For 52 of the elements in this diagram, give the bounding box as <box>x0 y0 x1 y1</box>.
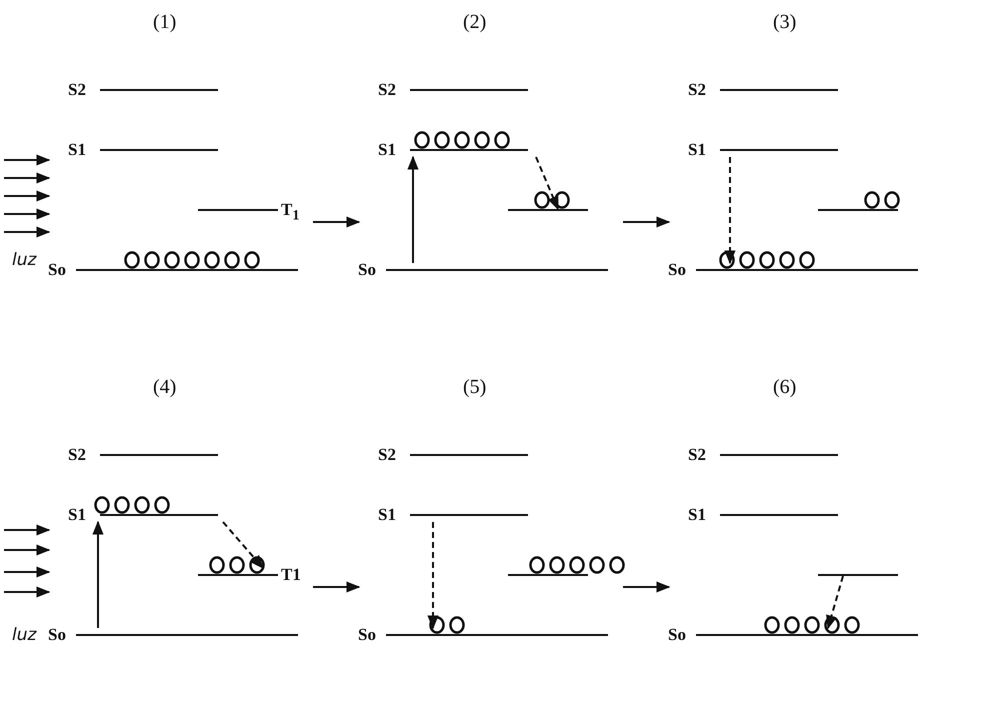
arrow <box>313 581 360 593</box>
panel-number: (6) <box>773 375 796 399</box>
energy-level-line <box>818 574 898 576</box>
level-label: So <box>668 260 686 280</box>
panel-number: (4) <box>153 375 176 399</box>
level-label: S2 <box>688 80 706 100</box>
level-label: S2 <box>688 445 706 465</box>
arrow <box>313 216 360 228</box>
arrow <box>407 156 419 263</box>
arrow <box>4 226 50 238</box>
level-label: S1 <box>68 140 86 160</box>
energy-level-line <box>818 209 898 211</box>
level-label: S1 <box>68 505 86 525</box>
panel-number: (1) <box>153 10 176 34</box>
energy-level-line <box>508 574 588 576</box>
arrow <box>826 576 844 630</box>
level-label: S1 <box>688 140 706 160</box>
level-label: S2 <box>378 80 396 100</box>
level-label: S2 <box>68 80 86 100</box>
arrow <box>4 544 50 556</box>
arrow <box>4 154 50 166</box>
panel-number: (5) <box>463 375 486 399</box>
arrow <box>4 172 50 184</box>
arrow <box>4 524 50 536</box>
level-label: T$_{1}$ <box>281 200 300 226</box>
level-label: So <box>48 625 66 645</box>
level-label: S2 <box>378 445 396 465</box>
arrow <box>535 156 559 210</box>
arrow <box>623 581 670 593</box>
light-label: luz <box>12 250 36 270</box>
level-label: So <box>48 260 66 280</box>
level-label: S1 <box>378 505 396 525</box>
arrow <box>4 190 50 202</box>
arrow <box>92 520 104 628</box>
arrow <box>724 157 736 264</box>
level-label: S1 <box>378 140 396 160</box>
energy-level-line <box>508 209 588 211</box>
panel-number: (2) <box>463 10 486 34</box>
arrow <box>427 522 439 630</box>
panel-number: (3) <box>773 10 796 34</box>
level-label: So <box>358 625 376 645</box>
level-label: S2 <box>68 445 86 465</box>
level-label: S1 <box>688 505 706 525</box>
arrow <box>222 521 264 570</box>
level-label: So <box>358 260 376 280</box>
arrow <box>4 208 50 220</box>
arrow <box>4 566 50 578</box>
arrow <box>4 586 50 598</box>
light-label: luz <box>12 625 36 645</box>
arrow <box>623 216 670 228</box>
level-label: T1 <box>281 565 301 585</box>
level-label: So <box>668 625 686 645</box>
